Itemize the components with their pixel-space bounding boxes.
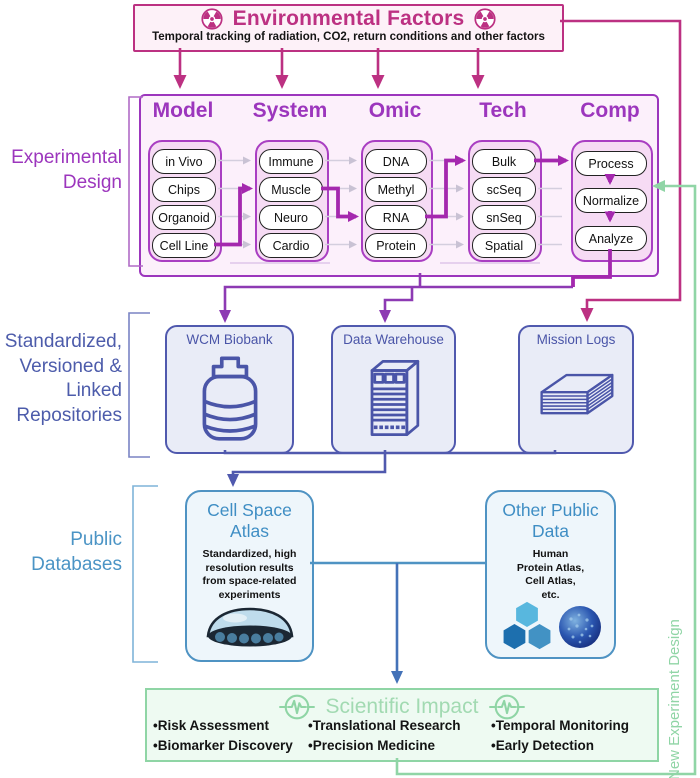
repository-feeds <box>219 273 573 323</box>
impact-column: •Temporal Monitoring •Early Detection <box>491 716 651 757</box>
option-pill: DNA <box>365 149 427 174</box>
repo-title: Data Warehouse <box>343 332 444 347</box>
option-pill: Cardio <box>259 233 323 258</box>
impact-column: •Risk Assessment •Biomarker Discovery <box>153 716 313 757</box>
option-pill: Cell Line <box>152 233 216 258</box>
repo-merge-connectors <box>223 450 557 487</box>
option-pill: Chips <box>152 177 216 202</box>
column-header-comp: Comp <box>580 99 640 122</box>
option-pill: Methyl <box>365 177 427 202</box>
option-pill: snSeq <box>472 205 536 230</box>
impact-item: •Early Detection <box>491 738 595 754</box>
impact-item: •Translational Research <box>308 718 461 733</box>
impact-item: •Biomarker Discovery <box>153 738 293 754</box>
environmental-factors-title: Environmental Factors <box>232 7 465 30</box>
option-pill: Spatial <box>472 233 536 258</box>
impact-item: •Temporal Monitoring <box>491 718 629 733</box>
hexagons-icon <box>503 601 551 650</box>
option-pill: Organoid <box>152 205 216 230</box>
radiation-icon <box>201 8 223 30</box>
repo-data-warehouse: Data Warehouse <box>331 325 456 454</box>
biobank-icon <box>202 356 257 441</box>
option-pill: Normalize <box>575 188 647 213</box>
repo-mission-logs: Mission Logs <box>518 325 634 454</box>
option-pill: Neuro <box>259 205 323 230</box>
option-pill: Process <box>575 151 647 176</box>
option-pill: in Vivo <box>152 149 216 174</box>
cell-sphere-icon <box>559 606 601 648</box>
repo-title: WCM Biobank <box>186 332 273 347</box>
option-pill: Muscle <box>259 177 323 202</box>
cell-space-atlas-title: Cell Space Atlas <box>207 500 292 541</box>
new-experiment-design-label: New Experiment Design <box>666 619 683 778</box>
repo-title: Mission Logs <box>536 332 616 347</box>
radiation-icon <box>474 8 496 30</box>
option-pill: scSeq <box>472 177 536 202</box>
other-public-data-title: Other Public Data <box>502 500 599 541</box>
option-pill: Protein <box>365 233 427 258</box>
section-label-public-databases: Public Databases <box>31 529 122 575</box>
cell-space-atlas-description: Standardized, high resolution results fr… <box>202 548 297 601</box>
option-pill: Bulk <box>472 149 536 174</box>
repo-wcm-biobank: WCM Biobank <box>165 325 294 454</box>
option-pill: Immune <box>259 149 323 174</box>
environmental-factors-box: Environmental Factors Temporal tracking … <box>133 4 564 52</box>
petri-dish-icon <box>206 607 293 647</box>
section-label-repositories: Standardized, Versioned & Linked Reposit… <box>4 331 122 427</box>
scientific-impact-box: Scientific Impact •Risk Assessment •Biom… <box>145 688 659 762</box>
logs-icon <box>540 373 614 415</box>
pulse-icon <box>278 694 315 720</box>
server-icon <box>370 359 419 437</box>
other-public-data-box: Other Public Data Human Protein Atlas, C… <box>485 490 616 659</box>
option-pill: Analyze <box>575 226 647 251</box>
column-header-model: Model <box>152 99 214 122</box>
impact-column: •Translational Research •Precision Medic… <box>308 716 488 757</box>
section-label-experimental-design: Experimental Design <box>11 147 122 193</box>
impact-item: •Risk Assessment <box>153 718 270 733</box>
column-header-system: System <box>252 99 328 122</box>
other-public-data-description: Human Protein Atlas, Cell Atlas, etc. <box>516 548 585 601</box>
cell-space-atlas-box: Cell Space Atlas Standardized, high reso… <box>185 490 314 662</box>
option-pill: RNA <box>365 205 427 230</box>
environmental-factors-header: Environmental Factors <box>201 7 497 31</box>
public-db-connectors <box>310 561 485 684</box>
column-header-omic: Omic <box>368 99 422 122</box>
impact-item: •Precision Medicine <box>308 738 436 754</box>
column-header-tech: Tech <box>479 99 527 122</box>
environmental-factors-subtitle: Temporal tracking of radiation, CO2, ret… <box>152 31 545 43</box>
